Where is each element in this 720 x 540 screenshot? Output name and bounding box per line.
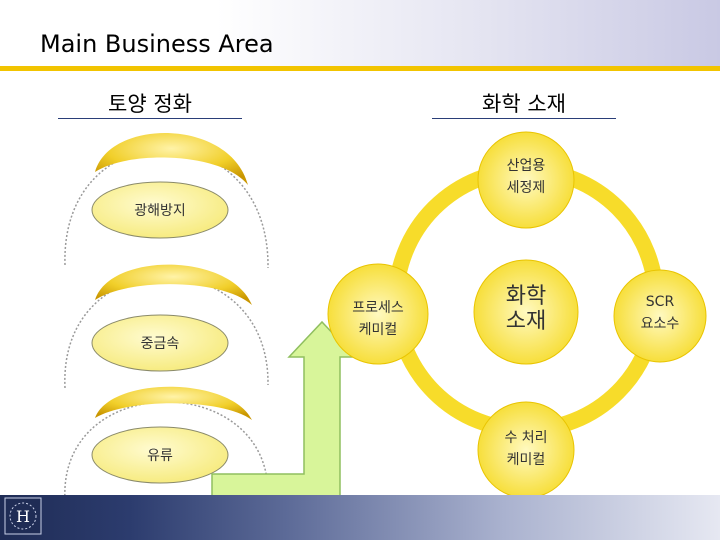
cycle-node-top: [477, 131, 575, 229]
section-title-right: 화학 소재: [482, 92, 566, 116]
cycle-node-left: [327, 263, 429, 365]
item-heavy-metal: 중금속: [140, 336, 180, 352]
section-title-left: 토양 정화: [108, 92, 192, 116]
page-title: Main Business Area: [40, 30, 274, 58]
arch-cap: [95, 132, 248, 185]
arch-cap: [95, 386, 252, 420]
header-band: [0, 0, 720, 66]
cycle-top-line1: 산업용: [506, 158, 546, 174]
company-logo: H: [4, 497, 42, 535]
section-rule-right: [432, 118, 616, 119]
cycle-center-line1: 화학: [505, 284, 547, 309]
arch-cap: [95, 264, 252, 305]
footer-band: [0, 495, 720, 540]
cycle-label-center: 화학 소재: [476, 284, 576, 335]
cycle-right-line1: SCR: [645, 294, 675, 310]
bubble-2: [91, 314, 229, 372]
arch-group-1: [64, 132, 269, 269]
item-mine-damage: 광해방지: [134, 203, 186, 219]
cycle-label-top: 산업용 세정제: [476, 156, 576, 199]
header-rule: [0, 66, 720, 71]
bubble-3: [91, 426, 229, 484]
section-rule-left: [58, 118, 242, 119]
cycle-left-line2: 케미컬: [358, 321, 398, 338]
logo-letter: H: [16, 507, 30, 526]
cycle-node-right: [613, 269, 707, 363]
cycle-bottom-line2: 케미컬: [506, 451, 546, 468]
cycle-center-line2: 소재: [505, 309, 547, 335]
cycle-left-line1: 프로세스: [352, 300, 404, 316]
cycle-label-right: SCR 요소수: [614, 292, 706, 335]
cycle-node-center: [473, 259, 579, 365]
item-oil: 유류: [147, 448, 173, 464]
cycle-top-line2: 세정제: [506, 179, 546, 196]
cycle-label-bottom: 수 처리 케미컬: [476, 428, 576, 471]
cycle-right-line2: 요소수: [640, 315, 680, 332]
bubble-1: [91, 181, 229, 239]
cycle-bottom-line1: 수 처리: [504, 430, 548, 446]
cycle-label-left: 프로세스 케미컬: [328, 298, 428, 341]
arch-group-3: [64, 386, 269, 501]
arch-group-2: [64, 264, 269, 389]
